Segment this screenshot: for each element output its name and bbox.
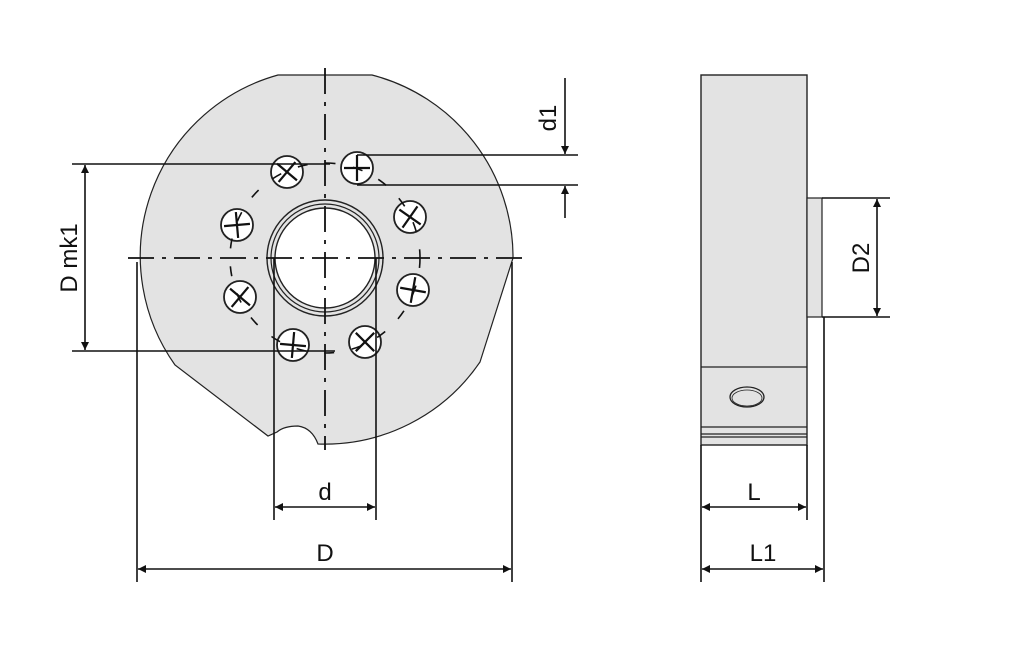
screw-cross-icon [279, 331, 307, 359]
screw-cross-icon [398, 205, 422, 229]
front-view: D mk1 d1 d D [56, 68, 578, 582]
screw-cross-icon [400, 277, 426, 303]
bolt-circle [229, 162, 421, 354]
body [700, 74, 808, 446]
label-D: D [316, 540, 333, 567]
label-d: d [318, 479, 331, 506]
label-L1: L1 [750, 540, 777, 567]
bolt-holes [220, 151, 430, 362]
screw-cross-icon [223, 211, 251, 239]
label-d1: d1 [535, 105, 562, 132]
label-L: L [747, 479, 760, 506]
side-hole-inner [731, 389, 763, 407]
screw-cross-icon [276, 161, 298, 183]
label-d-mk1: D mk1 [56, 223, 83, 292]
side-hole [729, 386, 765, 408]
screw-cross-icon [229, 286, 251, 308]
boss [806, 197, 823, 318]
screw-cross-icon [355, 332, 375, 352]
label-D2: D2 [848, 243, 875, 274]
side-view: D2 L L1 [700, 74, 890, 582]
